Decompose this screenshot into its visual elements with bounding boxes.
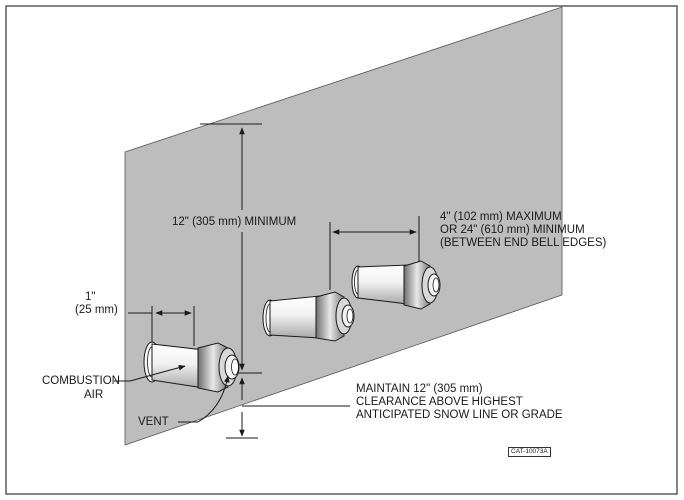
diagram-border — [5, 5, 678, 495]
snow-clearance-label-line3: ANTICIPATED SNOW LINE OR GRADE — [356, 409, 563, 421]
spacing-dimension — [329, 216, 420, 290]
spacing-label-line2: OR 24" (610 mm) MINIMUM — [440, 224, 585, 236]
snow-clearance-dimension — [226, 377, 350, 439]
spacing-label-line3: (BETWEEN END BELL EDGES) — [440, 237, 607, 249]
catalog-tag: CAT-10073A — [508, 447, 551, 457]
building-wall — [124, 6, 563, 446]
min-height-label: 12" (305 mm) MINIMUM — [172, 216, 297, 228]
snow-clearance-label-line1: MAINTAIN 12" (305 mm) — [356, 383, 483, 395]
offset-dimension — [128, 306, 195, 346]
combustion-air-label-line2: AIR — [84, 389, 104, 401]
termination-upper-right — [351, 260, 441, 310]
termination-middle — [262, 291, 355, 342]
offset-label-line2: (25 mm) — [75, 304, 118, 316]
snow-clearance-label-line2: CLEARANCE ABOVE HIGHEST — [356, 396, 523, 408]
combustion-air-label-line1: COMBUSTION — [42, 375, 120, 387]
combustion-air-leader — [114, 364, 186, 382]
vent-leader — [178, 375, 230, 423]
offset-label-line1: 1" — [85, 291, 96, 303]
spacing-label-line1: 4" (102 mm) MAXIMUM — [440, 211, 562, 223]
vent-label: VENT — [138, 416, 169, 428]
min-height-dimension — [200, 123, 262, 374]
termination-lower-left — [143, 341, 240, 393]
